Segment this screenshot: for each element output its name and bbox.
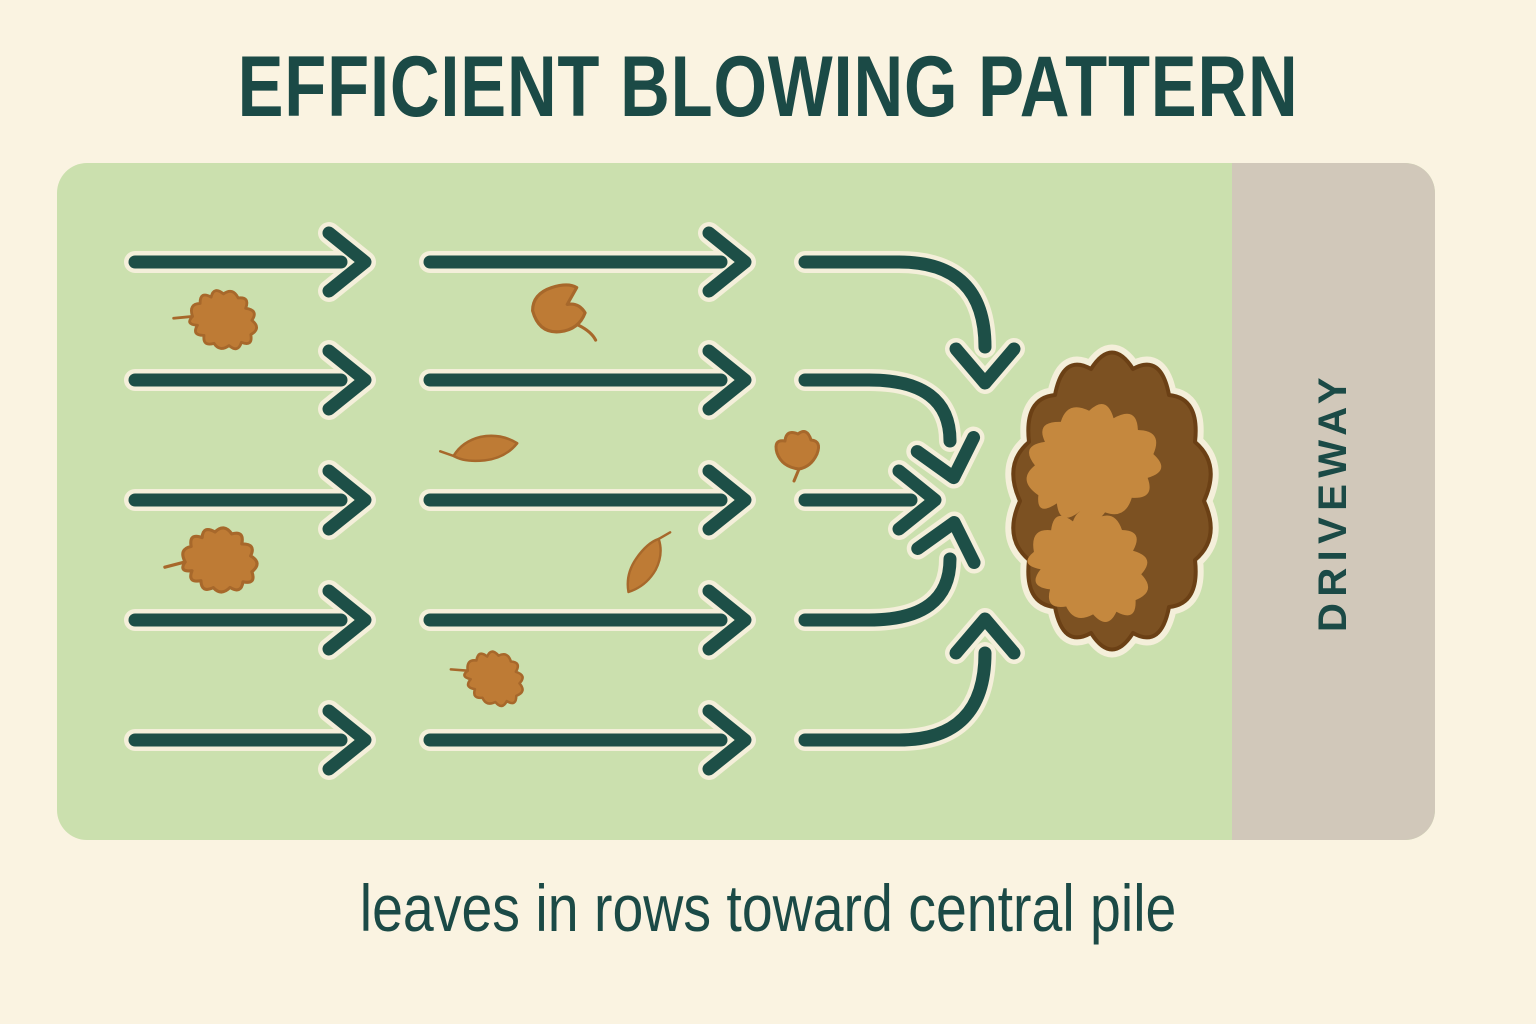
leaf-icon [531,283,598,342]
leaf-icon [774,430,821,483]
leaf-icon [162,523,261,596]
blowing-pattern-graphic [57,163,1219,840]
page-title-text: EFFICIENT BLOWING PATTERN [237,39,1299,135]
central-leaf-pile [978,344,1219,658]
driveway-strip: DRIVEWAY [1232,163,1435,840]
page-title: EFFICIENT BLOWING PATTERN [0,44,1536,130]
caption: leaves in rows toward central pile [0,872,1536,945]
leaf-icon [437,431,520,467]
caption-text: leaves in rows toward central pile [359,871,1177,945]
leaf-icon [616,523,680,599]
leaf-icon [168,279,265,357]
leaf-icon [442,636,534,715]
lawn-diagram: DRIVEWAY [57,163,1435,840]
